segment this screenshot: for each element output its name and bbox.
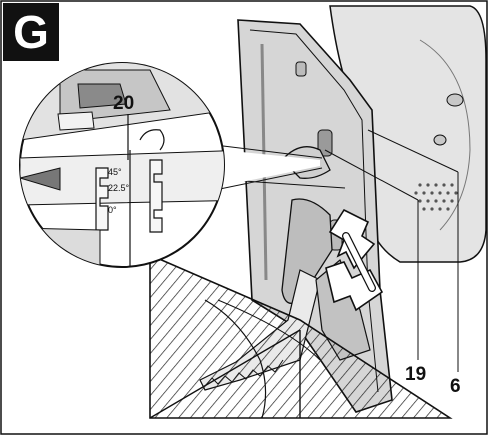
angle-arc	[204, 299, 267, 419]
scale-label-45: 45°	[108, 167, 122, 177]
scale-label-22-5: 22.5°	[108, 183, 130, 193]
base-plate-slot	[295, 61, 307, 77]
callout-20: 20	[113, 93, 135, 114]
callout-6: 6	[450, 376, 461, 397]
housing-screw-hole	[433, 134, 447, 146]
callout-19: 19	[405, 364, 427, 385]
leader-line-6	[367, 129, 459, 173]
move-arrow-up-icon	[328, 208, 376, 270]
bevel-cut-line	[149, 329, 301, 419]
scale-label-0: 0°	[108, 205, 117, 215]
vent-holes	[414, 183, 458, 211]
base-plate-lever-slot	[317, 129, 333, 157]
bevel-notch-comb	[95, 167, 109, 231]
magnifier-beam	[222, 150, 320, 186]
move-arrow-shaft-fill	[343, 233, 375, 291]
housing-screw-hole	[446, 93, 464, 107]
figure-letter-badge: G	[3, 3, 59, 61]
housing-contour	[419, 39, 471, 231]
blade-holder	[281, 198, 333, 304]
lock-symbol-icon	[139, 129, 165, 151]
base-plate-inner-edge	[249, 29, 379, 393]
bevel-lock-tooth	[149, 159, 163, 233]
angle-arc	[217, 299, 321, 361]
leader-line-19	[324, 149, 419, 201]
magnifier-lens	[19, 62, 225, 268]
